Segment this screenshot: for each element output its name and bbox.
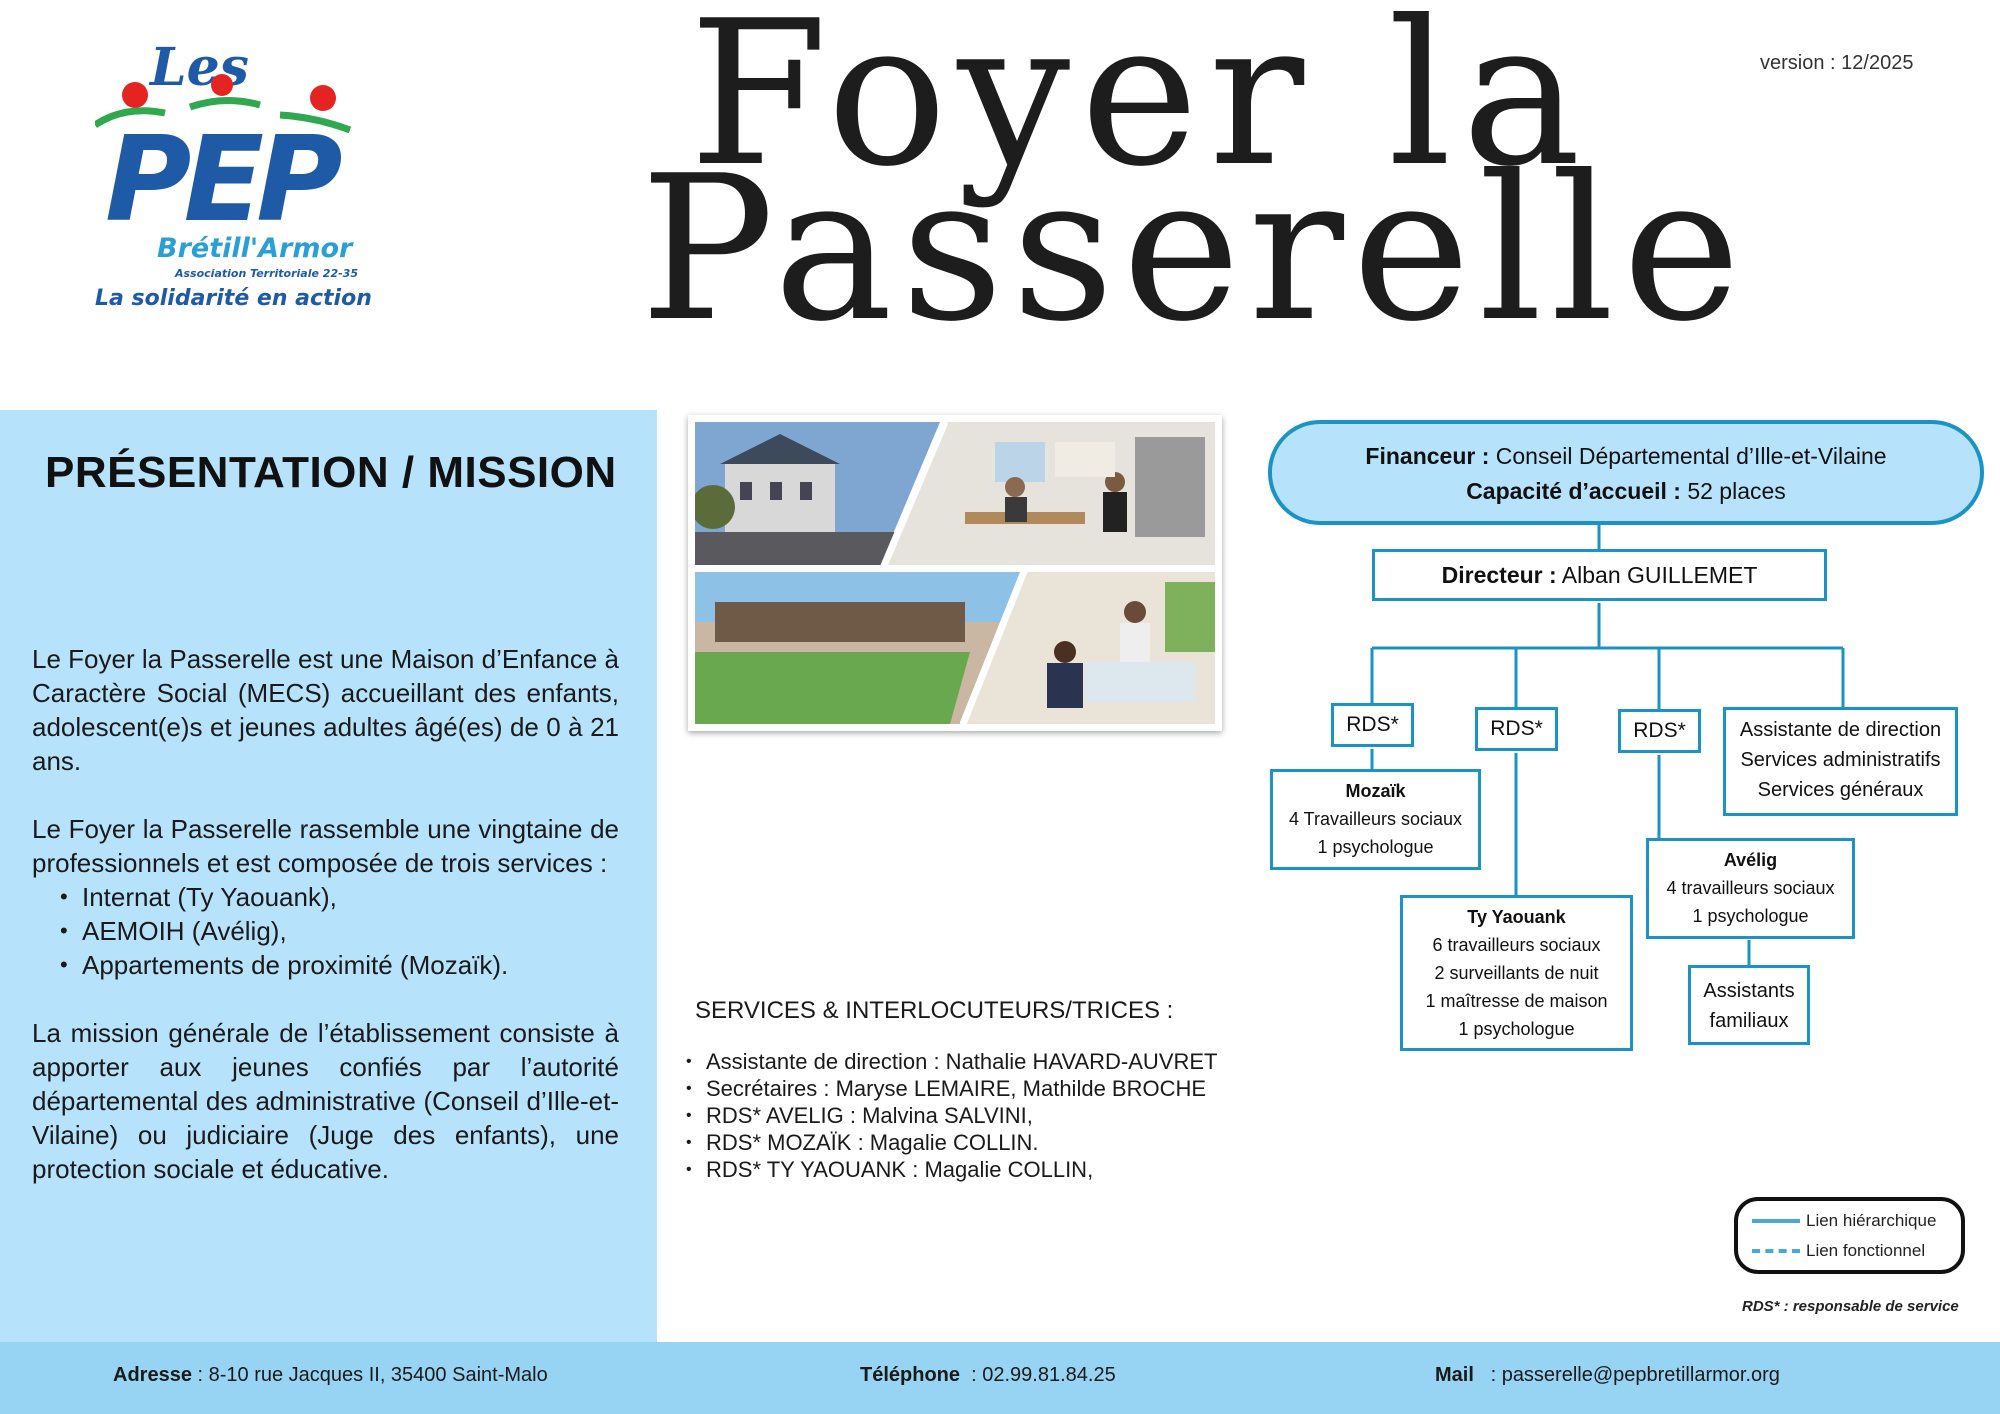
assistante-line-3: Services généraux bbox=[1757, 779, 1924, 801]
mozaik-line-2: 1 psychologue bbox=[1317, 837, 1434, 857]
photo-office bbox=[887, 422, 1215, 565]
list-item: RDS* TY YAOUANK : Magalie COLLIN, bbox=[686, 1156, 1218, 1183]
avelig-line-1: 4 travailleurs sociaux bbox=[1666, 878, 1835, 898]
logo-head-middle bbox=[211, 74, 233, 96]
directeur-node: Directeur : Alban GUILLEMET bbox=[1372, 549, 1827, 601]
presentation-paragraph-3: La mission générale de l’établissement c… bbox=[32, 1018, 619, 1184]
list-item: Secrétaires : Maryse LEMAIRE, Mathilde B… bbox=[686, 1075, 1218, 1102]
logo-name-text: Brétill'Armor bbox=[157, 233, 354, 264]
footer-telephone: Téléphone : 02.99.81.84.25 bbox=[860, 1364, 1116, 1387]
logo-arm-right bbox=[279, 111, 352, 134]
pep-logo: Les PEP Brétill'Armor Association Territ… bbox=[93, 25, 375, 315]
assistante-node: Assistante de direction Services adminis… bbox=[1723, 707, 1958, 816]
assistants-familiaux-node: Assistants familiaux bbox=[1688, 965, 1810, 1045]
services-bullet-list: Internat (Ty Yaouank), AEMOIH (Avélig), … bbox=[60, 880, 619, 982]
financeur-node: Financeur : Conseil Départemental d’Ille… bbox=[1268, 420, 1984, 525]
footer-mail: Mail : passerelle@pepbretillarmor.org bbox=[1435, 1364, 1780, 1387]
presentation-text: Le Foyer la Passerelle est une Maison d’… bbox=[32, 642, 619, 1220]
footer-telephone-label: Téléphone bbox=[860, 1364, 961, 1386]
legend-row-hierarchique: Lien hiérarchique bbox=[1752, 1211, 1936, 1231]
tyyaouank-node: Ty Yaouank 6 travailleurs sociaux 2 surv… bbox=[1400, 895, 1633, 1051]
logo-head-right bbox=[310, 85, 336, 111]
logo-arm-middle bbox=[188, 96, 261, 111]
tyyaouank-name: Ty Yaouank bbox=[1467, 907, 1566, 927]
page-title: Foyer la Passerelle bbox=[640, 0, 1749, 366]
footer-address-value: : 8-10 rue Jacques II, 35400 Saint-Malo bbox=[191, 1364, 548, 1386]
logo-association-text: Association Territoriale 22-35 bbox=[174, 267, 358, 280]
legend-row-fonctionnel: Lien fonctionnel bbox=[1752, 1241, 1925, 1261]
mozaik-node: Mozaïk 4 Travailleurs sociaux 1 psycholo… bbox=[1270, 769, 1481, 870]
title-line-1: Foyer la bbox=[689, 0, 1591, 211]
tyyaouank-line-4: 1 psychologue bbox=[1458, 1019, 1575, 1039]
list-item: Internat (Ty Yaouank), bbox=[60, 880, 619, 914]
rds-node-tyyaouank: RDS* bbox=[1475, 707, 1558, 751]
footer-address: Adresse : 8-10 rue Jacques II, 35400 Sai… bbox=[113, 1364, 548, 1387]
directeur-label: Directeur : bbox=[1441, 562, 1557, 588]
presentation-paragraph-2: Le Foyer la Passerelle rassemble une vin… bbox=[32, 814, 619, 878]
presentation-heading: PRÉSENTATION / MISSION bbox=[45, 448, 617, 497]
tyyaouank-line-3: 1 maîtresse de maison bbox=[1425, 991, 1608, 1011]
logo-pep-text: PEP bbox=[105, 110, 341, 248]
footer-telephone-value: : 02.99.81.84.25 bbox=[960, 1364, 1116, 1386]
list-item: Appartements de proximité (Mozaïk). bbox=[60, 948, 619, 982]
dashed-line-icon bbox=[1752, 1249, 1800, 1253]
presentation-panel: PRÉSENTATION / MISSION Le Foyer la Passe… bbox=[0, 410, 657, 1342]
mozaik-line-1: 4 Travailleurs sociaux bbox=[1288, 809, 1463, 829]
rds-node-avelig: RDS* bbox=[1618, 709, 1701, 753]
footer-mail-value[interactable]: : passerelle@pepbretillarmor.org bbox=[1473, 1364, 1780, 1386]
rds-node-mozaik: RDS* bbox=[1331, 703, 1414, 747]
footer-address-label: Adresse bbox=[113, 1364, 192, 1386]
capacite-value: 52 places bbox=[1680, 478, 1786, 504]
list-item: Assistante de direction : Nathalie HAVAR… bbox=[686, 1048, 1218, 1075]
presentation-paragraph-1: Le Foyer la Passerelle est une Maison d’… bbox=[32, 644, 619, 776]
assistante-line-2: Services administratifs bbox=[1740, 749, 1941, 771]
assistante-line-1: Assistante de direction bbox=[1739, 719, 1942, 741]
tyyaouank-line-2: 2 surveillants de nuit bbox=[1434, 963, 1599, 983]
financeur-line: Financeur : Conseil Départemental d’Ille… bbox=[1272, 439, 1980, 474]
title-line-2: Passerelle bbox=[640, 133, 1749, 366]
capacite-line: Capacité d’accueil : 52 places bbox=[1272, 474, 1980, 509]
avelig-name: Avélig bbox=[1723, 850, 1778, 870]
logo-slogan-text: La solidarité en action bbox=[95, 286, 372, 311]
photo-collage bbox=[688, 415, 1222, 731]
logo-head-left bbox=[122, 82, 148, 108]
contacts-list: Assistante de direction : Nathalie HAVAR… bbox=[686, 1048, 1218, 1183]
avelig-node: Avélig 4 travailleurs sociaux 1 psycholo… bbox=[1646, 838, 1855, 939]
legend-fonctionnel-label: Lien fonctionnel bbox=[1806, 1241, 1926, 1260]
legend-hierarchique-label: Lien hiérarchique bbox=[1806, 1211, 1937, 1230]
assistants-familiaux-line-1: Assistants bbox=[1703, 980, 1795, 1002]
logo-arm-left bbox=[93, 107, 166, 128]
footer-bar: Adresse : 8-10 rue Jacques II, 35400 Sai… bbox=[0, 1342, 2000, 1414]
logo-les-text: Les bbox=[148, 37, 249, 98]
directeur-value: Alban GUILLEMET bbox=[1556, 562, 1758, 588]
legend-box: Lien hiérarchique Lien fonctionnel bbox=[1734, 1197, 1965, 1274]
version-label: version : 12/2025 bbox=[1760, 52, 1914, 74]
photo-collage-image bbox=[695, 422, 1215, 724]
avelig-line-2: 1 psychologue bbox=[1692, 906, 1809, 926]
mozaik-name: Mozaïk bbox=[1345, 781, 1406, 801]
pep-logo-graphic: Les PEP Brétill'Armor Association Territ… bbox=[93, 37, 372, 311]
solid-line-icon bbox=[1752, 1219, 1800, 1223]
financeur-value: Conseil Départemental d’Ille-et-Vilaine bbox=[1489, 443, 1887, 469]
contacts-title: SERVICES & INTERLOCUTEURS/TRICES : bbox=[695, 997, 1174, 1024]
capacite-label: Capacité d’accueil : bbox=[1466, 478, 1681, 504]
list-item: RDS* MOZAÏK : Magalie COLLIN. bbox=[686, 1129, 1218, 1156]
list-item: AEMOIH (Avélig), bbox=[60, 914, 619, 948]
footer-mail-label: Mail bbox=[1435, 1364, 1474, 1386]
list-item: RDS* AVELIG : Malvina SALVINI, bbox=[686, 1102, 1218, 1129]
tyyaouank-line-1: 6 travailleurs sociaux bbox=[1432, 935, 1601, 955]
assistants-familiaux-line-2: familiaux bbox=[1709, 1010, 1789, 1032]
rds-footnote: RDS* : responsable de service bbox=[1742, 1298, 1959, 1315]
financeur-label: Financeur : bbox=[1365, 443, 1490, 469]
